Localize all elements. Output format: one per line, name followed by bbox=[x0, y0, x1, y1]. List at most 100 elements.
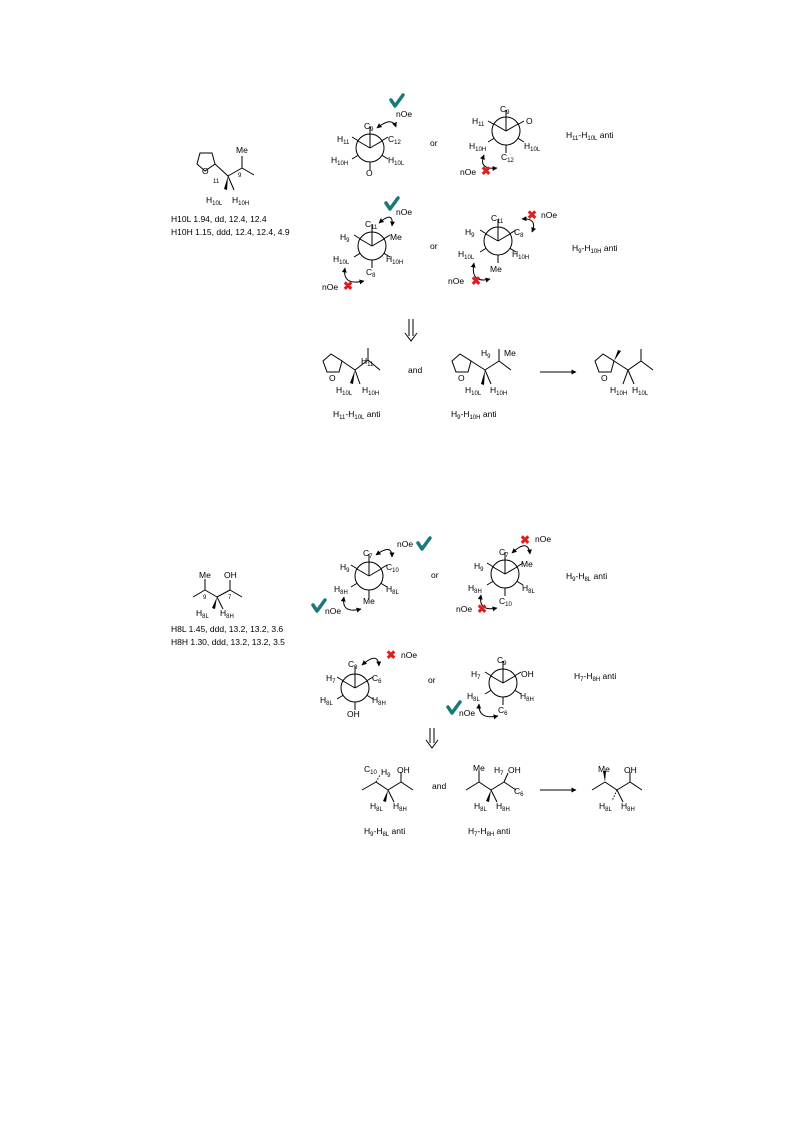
cross-icon: ✖ bbox=[386, 648, 396, 662]
row1-anti-label: H11-H10L anti bbox=[566, 130, 614, 142]
svg-text:H10L: H10L bbox=[336, 385, 353, 397]
cross-icon: ✖ bbox=[343, 279, 353, 293]
svg-text:C9: C9 bbox=[497, 655, 507, 667]
h10l-shift-data: H10L 1.94, dd, 12.4, 12.4 bbox=[171, 214, 267, 224]
svg-text:C9: C9 bbox=[348, 659, 358, 671]
svg-text:H10H: H10H bbox=[331, 155, 348, 167]
svg-text:OH: OH bbox=[508, 765, 521, 775]
svg-text:H10H: H10H bbox=[490, 385, 507, 397]
svg-text:C10: C10 bbox=[386, 562, 399, 574]
svg-text:nOe: nOe bbox=[459, 708, 475, 718]
svg-text:7: 7 bbox=[228, 595, 232, 601]
row2-anti-label: H9-H10H anti bbox=[572, 243, 618, 255]
svg-text:H10H: H10H bbox=[512, 249, 529, 261]
svg-text:Me: Me bbox=[363, 596, 375, 606]
result-structure-h9-h10h: O H9 Me H10L H10H bbox=[451, 348, 516, 397]
caption-bottom-left: H9-H8L anti bbox=[364, 826, 405, 838]
svg-text:C7: C7 bbox=[363, 548, 373, 560]
or-label: or bbox=[431, 570, 439, 580]
svg-text:Me: Me bbox=[490, 264, 502, 274]
implies-arrow bbox=[404, 319, 418, 342]
svg-text:O: O bbox=[329, 373, 336, 383]
h10h-label: H10H bbox=[232, 195, 249, 207]
row3-anti-label: H9-H8L anti bbox=[566, 571, 607, 583]
svg-text:H10H: H10H bbox=[610, 385, 627, 397]
svg-text:H8H: H8H bbox=[621, 801, 635, 813]
svg-text:H10L: H10L bbox=[465, 385, 482, 397]
svg-text:H8H: H8H bbox=[393, 801, 407, 813]
svg-text:H10H: H10H bbox=[386, 254, 403, 266]
svg-text:OH: OH bbox=[521, 669, 534, 679]
newman-bottom-row1-right: C7 H9 Me H8H H8L C10 ✖ nOe ✖ nOe bbox=[456, 533, 551, 616]
svg-text:H8H: H8H bbox=[520, 691, 534, 703]
final-structure-top: O H10H H10L bbox=[594, 349, 654, 397]
svg-text:C6: C6 bbox=[498, 705, 508, 717]
svg-text:H8H: H8H bbox=[496, 801, 510, 813]
svg-text:9: 9 bbox=[203, 595, 207, 601]
svg-text:Me: Me bbox=[199, 570, 211, 580]
svg-text:Me: Me bbox=[390, 232, 402, 242]
svg-text:C10: C10 bbox=[364, 764, 377, 776]
svg-text:C8: C8 bbox=[366, 267, 376, 279]
svg-text:C11: C11 bbox=[491, 213, 504, 225]
h8l-shift-data: H8L 1.45, ddd, 13.2, 13.2, 3.6 bbox=[171, 624, 283, 634]
svg-text:nOe: nOe bbox=[401, 650, 417, 660]
svg-text:O: O bbox=[601, 373, 608, 383]
svg-text:H10L: H10L bbox=[632, 385, 649, 397]
svg-text:H8H: H8H bbox=[334, 584, 348, 596]
row4-anti-label: H7-H8H anti bbox=[574, 671, 616, 683]
newman-top-row2-left: C11 H9 Me H10L H10H C8 nOe ✖ nOe bbox=[322, 196, 412, 293]
svg-text:H9: H9 bbox=[340, 562, 350, 574]
svg-text:OH: OH bbox=[624, 765, 637, 775]
result-structure-h11-h10l: O H11 H10L H10H bbox=[322, 348, 381, 397]
and-label: and bbox=[432, 781, 446, 791]
svg-text:O: O bbox=[526, 116, 533, 126]
check-icon bbox=[389, 93, 405, 108]
check-icon bbox=[446, 700, 462, 715]
cross-icon: ✖ bbox=[527, 208, 537, 222]
svg-text:H11: H11 bbox=[337, 134, 350, 146]
svg-text:H8L: H8L bbox=[196, 608, 209, 620]
svg-text:nOe: nOe bbox=[397, 539, 413, 549]
svg-text:H11: H11 bbox=[472, 116, 485, 128]
svg-text:C6: C6 bbox=[514, 786, 524, 798]
thf-starting-structure: O Me 11 9 H10L H10H bbox=[196, 145, 255, 207]
final-structure-bottom: Me OH H8L H8H bbox=[591, 764, 643, 813]
newman-top-row1-left: C9 H11 C12 H10H H10L O nOe bbox=[331, 93, 412, 178]
svg-text:H8L: H8L bbox=[386, 584, 399, 596]
svg-text:H8H: H8H bbox=[220, 608, 234, 620]
svg-text:H8L: H8L bbox=[522, 583, 535, 595]
svg-text:OH: OH bbox=[397, 765, 410, 775]
newman-top-row1-right: C9 H11 O H10H H10L C12 ✖ nOe bbox=[460, 104, 541, 178]
svg-text:H8L: H8L bbox=[599, 801, 612, 813]
caption-top-left: H11-H10L anti bbox=[333, 409, 381, 421]
newman-bottom-row1-left: C7 H9 C10 H8H H8L Me nOe nOe bbox=[311, 536, 432, 616]
svg-text:Me: Me bbox=[504, 348, 516, 358]
svg-text:Me: Me bbox=[521, 559, 533, 569]
svg-text:H8L: H8L bbox=[320, 695, 333, 707]
svg-text:H9: H9 bbox=[481, 348, 491, 360]
h10h-shift-data: H10H 1.15, ddd, 12.4, 12.4, 4.9 bbox=[171, 227, 290, 237]
svg-text:nOe: nOe bbox=[460, 167, 476, 177]
svg-text:nOe: nOe bbox=[448, 276, 464, 286]
svg-text:nOe: nOe bbox=[322, 282, 338, 292]
svg-text:H10L: H10L bbox=[388, 155, 405, 167]
svg-text:C9: C9 bbox=[500, 104, 510, 116]
svg-text:H9: H9 bbox=[465, 227, 475, 239]
svg-text:C7: C7 bbox=[499, 547, 509, 559]
newman-bottom-row2-right: C9 H7 OH H8L H8H C6 nOe bbox=[446, 655, 534, 720]
svg-text:OH: OH bbox=[347, 709, 360, 719]
methyl-label: Me bbox=[236, 145, 248, 155]
c9-locant: 9 bbox=[238, 173, 242, 179]
svg-text:nOe: nOe bbox=[396, 207, 412, 217]
cross-icon: ✖ bbox=[471, 274, 481, 288]
cross-icon: ✖ bbox=[481, 164, 491, 178]
svg-text:H8H: H8H bbox=[372, 695, 386, 707]
and-label: and bbox=[408, 365, 422, 375]
svg-text:H7: H7 bbox=[471, 669, 481, 681]
or-label: or bbox=[428, 675, 436, 685]
h8h-shift-data: H8H 1.30, ddd, 13.2, 13.2, 3.5 bbox=[171, 637, 285, 647]
c11-locant: 11 bbox=[213, 179, 220, 185]
check-icon bbox=[384, 196, 400, 211]
